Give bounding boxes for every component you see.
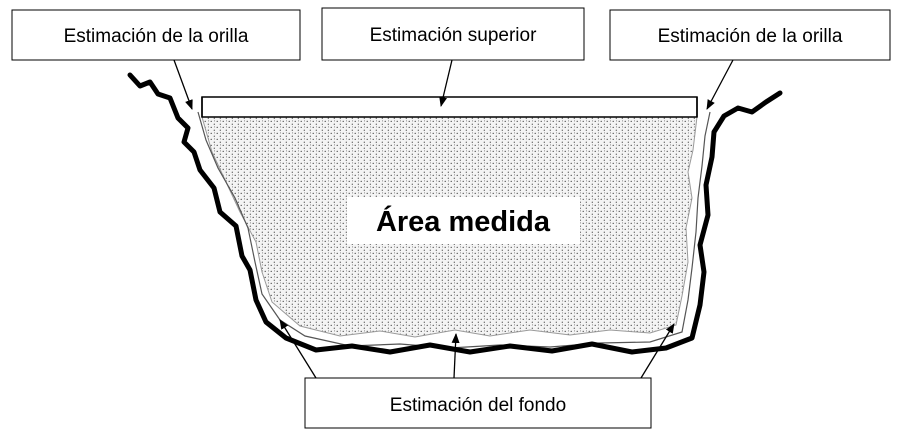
label-bank-estimate-left: Estimación de la orilla	[11, 9, 301, 61]
arrow-bottom-center	[451, 333, 460, 379]
label-box	[609, 9, 891, 61]
label-bottom-estimate: Estimación del fondo	[304, 377, 652, 429]
arrow-bank-right	[706, 59, 734, 110]
label-text: Estimación superior	[370, 25, 538, 46]
label-text: Estimación de la orilla	[658, 26, 843, 47]
arrow-bottom-left	[279, 319, 317, 379]
label-bank-estimate-right: Estimación de la orilla	[609, 9, 891, 61]
top-estimation-band	[201, 96, 698, 118]
measured-area-label: Área medida	[376, 204, 551, 238]
arrow-bottom-right	[640, 323, 675, 379]
arrow-top	[439, 59, 453, 107]
riverbed-line	[127, 72, 783, 355]
water-edge-line	[197, 111, 711, 349]
measured-area-label-bg	[347, 197, 580, 244]
label-box	[304, 377, 652, 429]
label-box	[321, 7, 585, 61]
arrow-bank-left	[173, 59, 193, 110]
label-text: Estimación del fondo	[390, 395, 566, 416]
label-top-estimate: Estimación superior	[321, 7, 585, 61]
label-box	[11, 9, 301, 61]
label-text: Estimación de la orilla	[64, 26, 249, 47]
